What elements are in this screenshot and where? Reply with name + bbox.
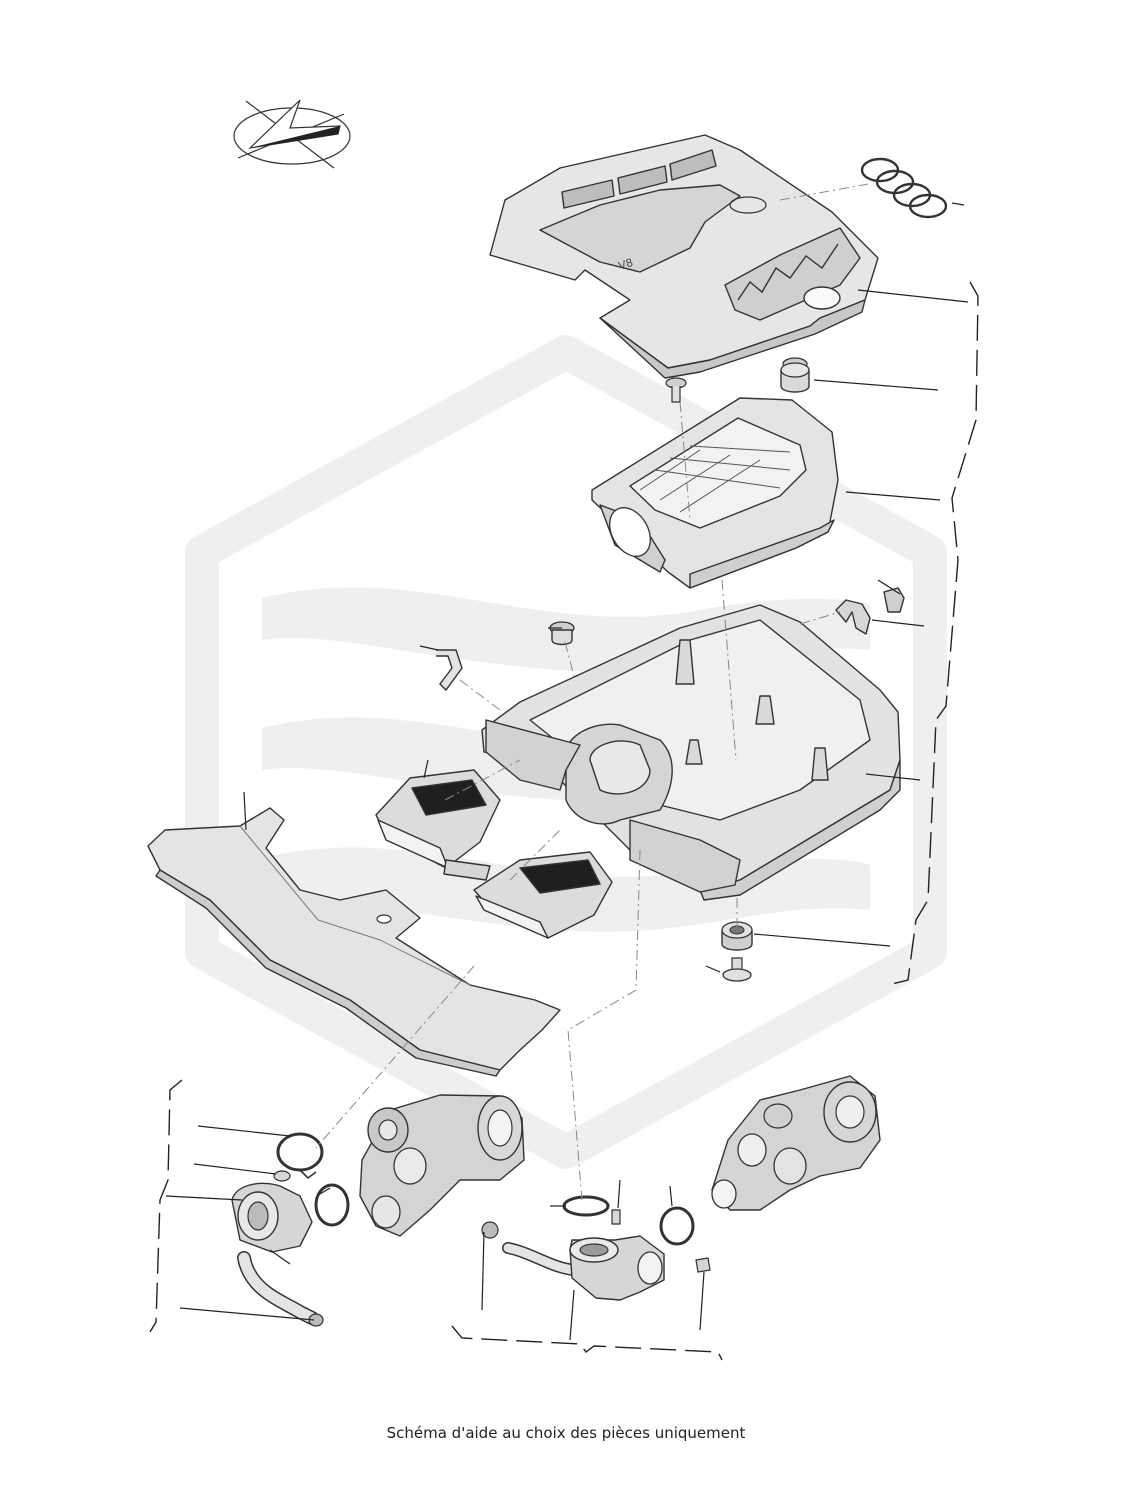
hose-clamp-left [276,1132,324,1180]
cover-badge: V8 [617,256,635,273]
group-brackets [149,281,979,1361]
hose-clamp-center [562,1195,610,1217]
brand-rings-icon [860,157,948,219]
turbocharger-left [359,1094,525,1237]
assembly-lines [315,183,869,1201]
orientation-compass-icon [233,99,351,169]
leader-lines [165,202,969,1341]
coolant-hose-left [237,1251,324,1327]
small-bolt-center [611,1209,621,1225]
engine-cover: V8 [489,134,879,379]
turbocharger-right [711,1075,881,1211]
hose-nut-center [481,1221,499,1239]
intake-duct-left [375,769,501,869]
diagram-caption: Schéma d'aide au choix des pièces unique… [386,1424,746,1442]
watermark-logo [185,335,947,1169]
lower-box-grommet [549,621,575,646]
seal-ring-left [314,1183,350,1227]
air-box-lower [481,604,901,901]
bottom-screw [722,957,752,982]
cover-grommet [780,357,810,393]
throttle-body [231,1182,313,1253]
small-clip-left [273,1170,291,1182]
seal-ring-center [659,1206,695,1246]
intake-duct-right [443,851,613,939]
throttle-body-center [569,1235,665,1301]
air-box-screw [665,377,687,403]
bottom-grommet [721,921,753,951]
wire-bracket [436,649,463,692]
small-nut-right [695,1257,711,1273]
coolant-hose-center [502,1242,580,1276]
cross-member-panel [147,807,561,1077]
air-box-upper [591,397,839,589]
